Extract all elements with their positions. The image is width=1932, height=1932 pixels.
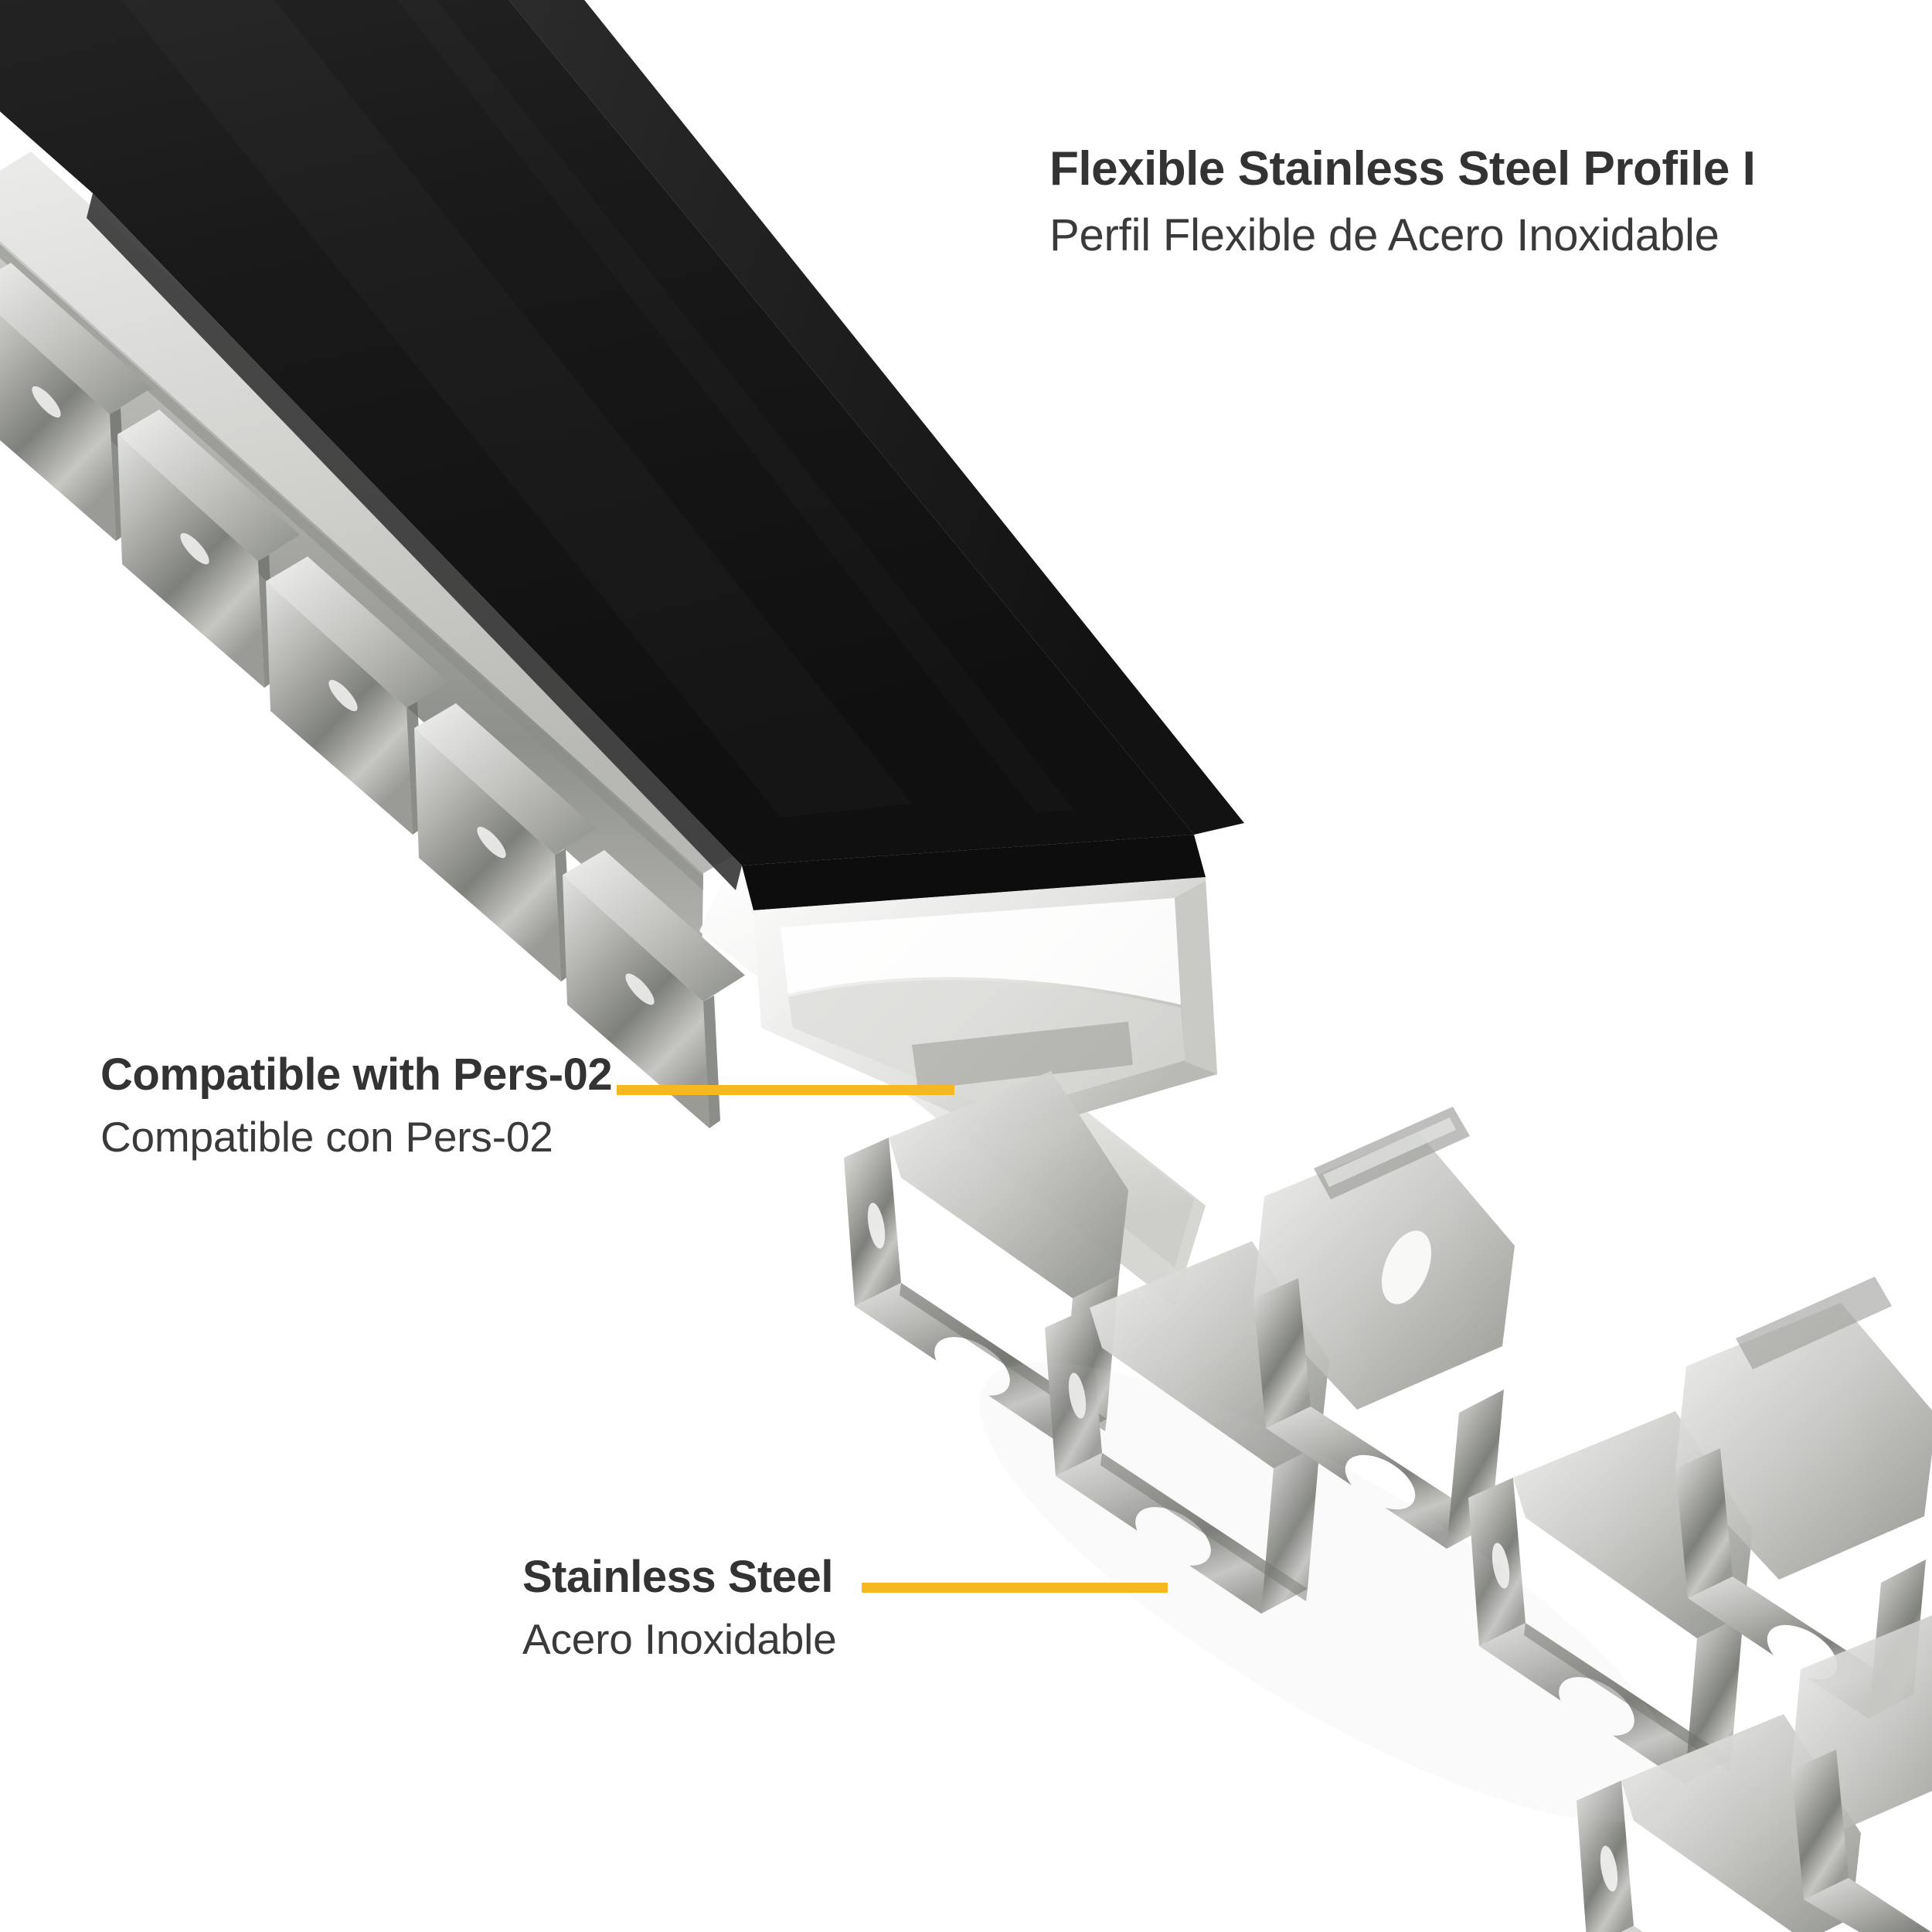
- clip-tab-row: [0, 263, 745, 1128]
- steel-clip: [1468, 1411, 1753, 1784]
- annotation-compatibility-es: Compatible con Pers-02: [100, 1113, 553, 1161]
- annotation-compatibility: Compatible with Pers-02 Compatible con P…: [100, 1049, 613, 1161]
- leader-line-material: [862, 1583, 1168, 1593]
- stainless-steel-clip-chain: [844, 1071, 1932, 1932]
- annotation-material-en: Stainless Steel: [522, 1552, 833, 1602]
- channel-end-cap: [753, 877, 1217, 1136]
- steel-clip: [1253, 1107, 1515, 1549]
- annotation-material: Stainless Steel Acero Inoxidable: [522, 1555, 837, 1661]
- annotation-material-es: Acero Inoxidable: [522, 1615, 837, 1663]
- steel-clip: [1675, 1277, 1932, 1719]
- title-block: Flexible Stainless Steel Profile I Perfi…: [1049, 142, 1756, 260]
- black-diffuser-cover: [0, 0, 1244, 910]
- title-es: Perfil Flexible de Acero Inoxidable: [1049, 210, 1719, 260]
- leader-line-compatibility: [617, 1085, 954, 1095]
- title-en: Flexible Stainless Steel Profile I: [1049, 142, 1756, 196]
- annotation-compatibility-en: Compatible with Pers-02: [100, 1049, 613, 1100]
- steel-clip: [1791, 1615, 1932, 1932]
